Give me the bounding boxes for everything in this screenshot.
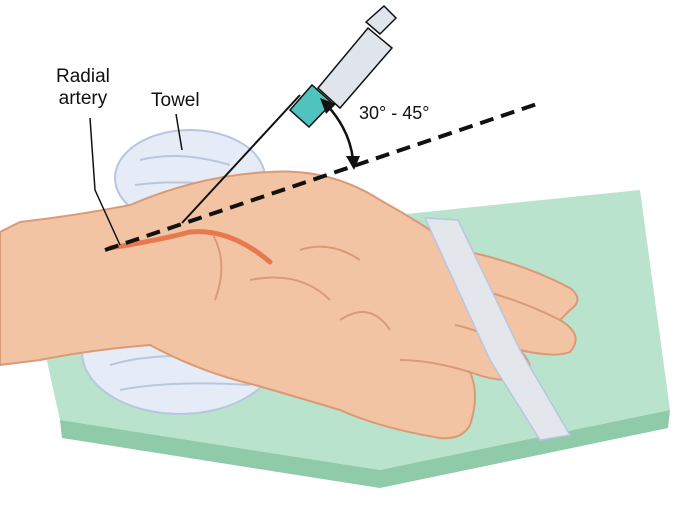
angle-arrowhead-bottom <box>346 156 360 170</box>
angle-arc <box>325 103 355 161</box>
arm-board-edge <box>60 410 670 488</box>
radial-artery-label-line2: artery <box>58 88 108 109</box>
towel-leader-line <box>175 113 183 151</box>
angle-label: 30° - 45° <box>359 103 430 123</box>
needle-shaft <box>181 94 301 224</box>
syringe-barrel <box>316 26 394 110</box>
radial-artery-label: Radial artery <box>56 66 110 110</box>
wrist-strap <box>423 217 572 441</box>
radial-artery-label-line1: Radial <box>56 66 110 87</box>
radial-artery <box>107 229 273 265</box>
radial-artery-leader-line <box>89 117 121 246</box>
angle-arrowhead-top <box>320 98 336 114</box>
syringe-plunger-cap <box>364 4 398 36</box>
towel-label: Towel <box>151 90 200 111</box>
forearm-and-hand <box>0 170 579 440</box>
skin-reference-dashed-line <box>104 101 541 252</box>
